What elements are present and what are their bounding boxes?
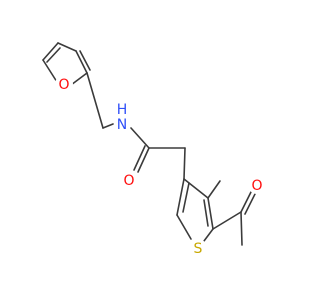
- amide-nitrogen-atom: H N: [113, 102, 131, 133]
- bond: [244, 191, 257, 215]
- bond: [182, 182, 190, 213]
- bond: [70, 72, 88, 86]
- bond: [79, 50, 91, 71]
- bond: [102, 123, 114, 129]
- bond: [130, 127, 150, 149]
- bond: [86, 72, 104, 129]
- bond: [133, 145, 146, 171]
- thiophene-sulfur-atom: S: [189, 239, 207, 257]
- bond: [183, 178, 209, 199]
- bond: [183, 147, 186, 180]
- amide-nitrogen-label: N: [117, 117, 127, 133]
- acetyl-oxygen-atom: O: [248, 176, 266, 194]
- bond: [203, 228, 214, 242]
- bond: [207, 197, 214, 230]
- amide-oxygen-label: O: [123, 173, 134, 189]
- furan-oxygen-atom: O: [55, 75, 73, 93]
- bond: [212, 211, 242, 230]
- bond: [46, 47, 61, 63]
- bond: [176, 214, 192, 240]
- amide-nitrogen-h-label: H: [117, 102, 128, 118]
- bond: [176, 178, 185, 216]
- acetyl-oxygen-label: O: [251, 178, 262, 194]
- bond: [240, 211, 243, 246]
- bond: [203, 199, 209, 227]
- bond: [57, 42, 77, 52]
- bond: [137, 147, 150, 173]
- furan-oxygen-label: O: [58, 77, 69, 93]
- amide-oxygen-atom: O: [120, 171, 138, 189]
- bond: [75, 50, 88, 74]
- bond: [240, 189, 253, 213]
- thiophene-sulfur-label: S: [194, 241, 203, 257]
- molecule-structure: O H N O S O: [42, 42, 266, 257]
- bond: [207, 180, 221, 199]
- bond: [42, 59, 58, 83]
- bond: [42, 42, 59, 61]
